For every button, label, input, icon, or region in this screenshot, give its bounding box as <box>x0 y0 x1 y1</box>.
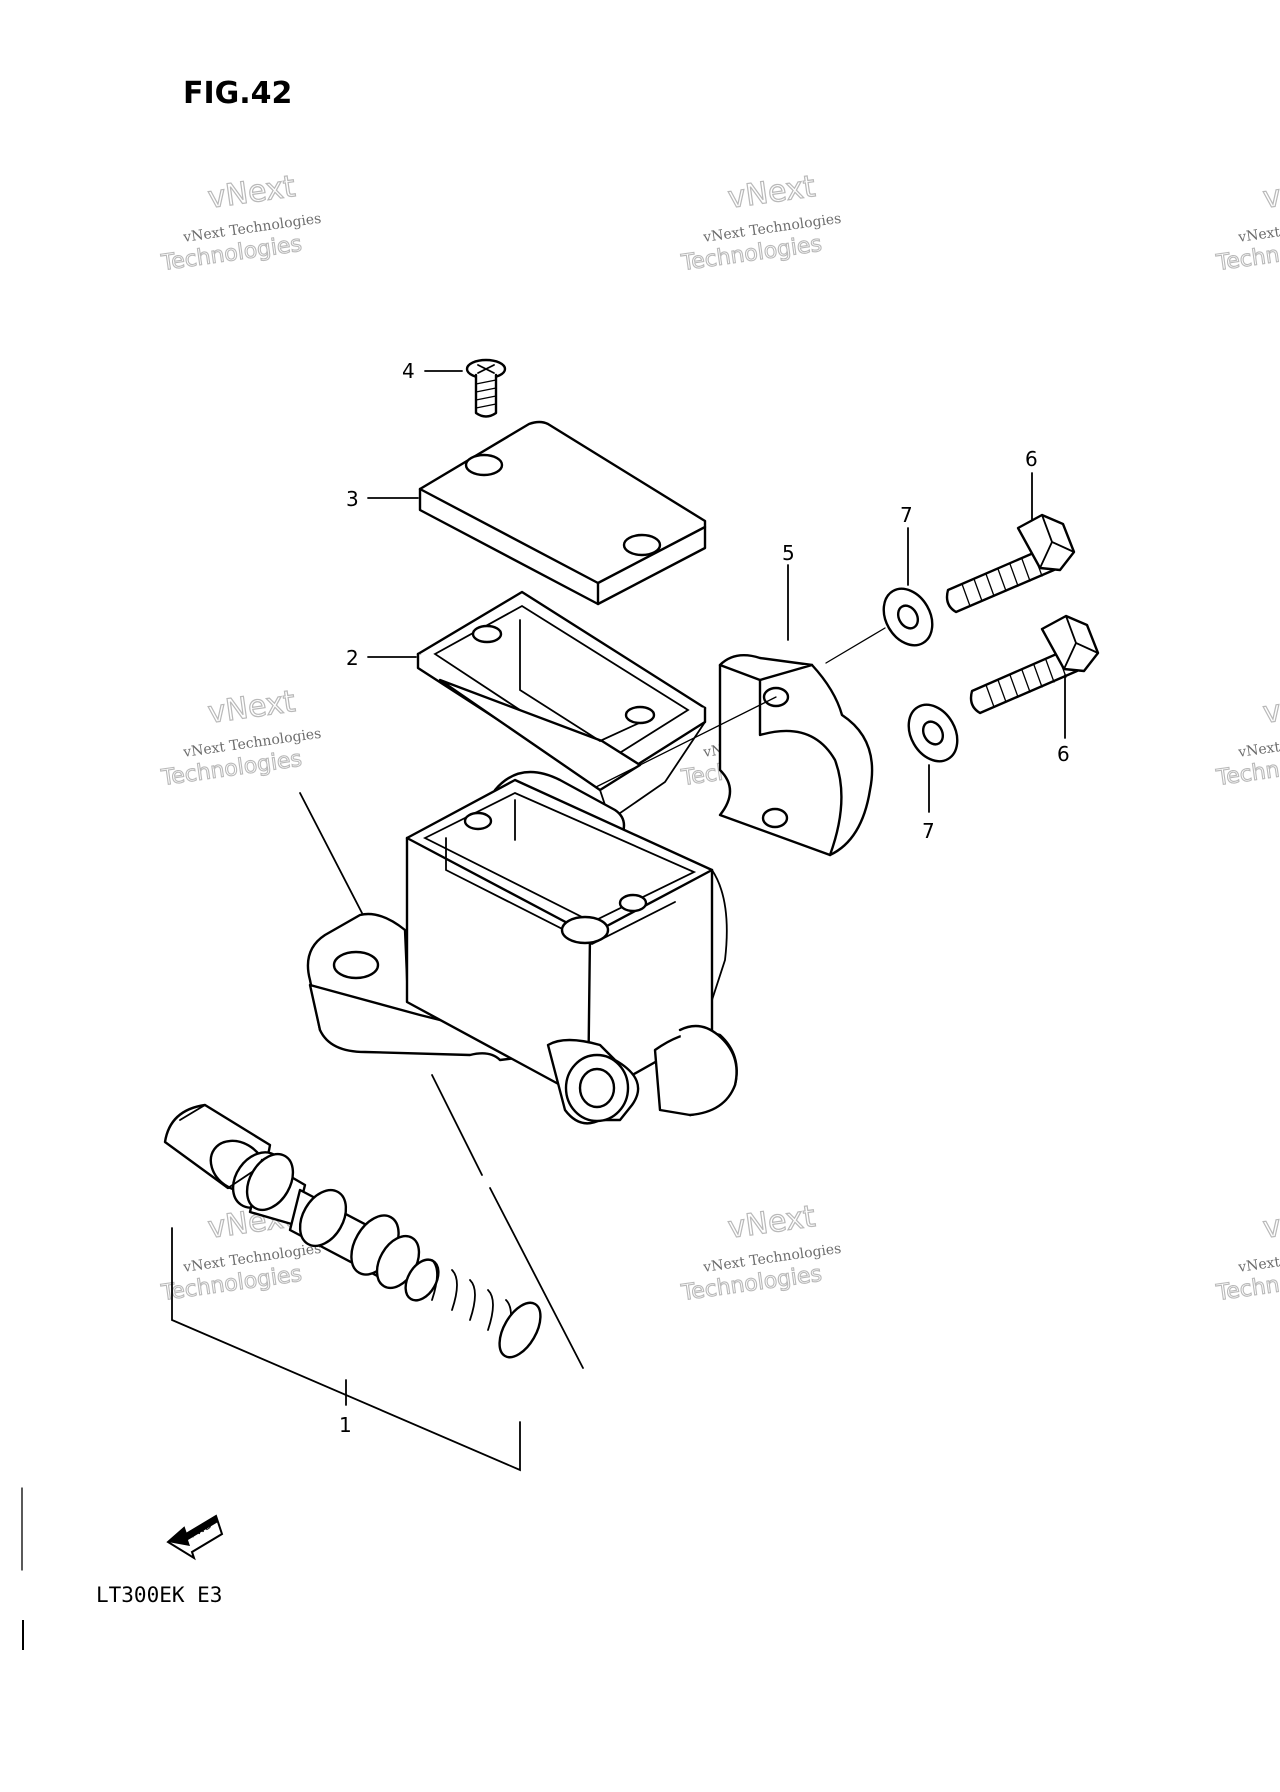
assembly-line <box>299 792 363 914</box>
watermark: vNext Technologies vNext Technologies <box>1214 168 1280 276</box>
master-cylinder-body <box>306 770 738 1125</box>
part-6-bolt-lower <box>969 614 1100 715</box>
watermark: vNext Technologies vNext Technologies <box>1214 1198 1280 1306</box>
part-label-7-upper: 7 <box>900 503 913 527</box>
fwd-arrow-icon: FWD <box>166 1514 224 1561</box>
part-1-piston-assembly <box>163 1103 542 1359</box>
svg-text:vNext: vNext <box>1261 684 1280 731</box>
part-label-7-lower: 7 <box>922 819 935 843</box>
part-5-clamp <box>718 654 874 857</box>
svg-text:vNext: vNext <box>726 1199 818 1246</box>
model-code: LT300EK E3 <box>96 1583 222 1607</box>
svg-text:vNext: vNext <box>1261 1199 1280 1246</box>
svg-text:vNext: vNext <box>206 684 298 731</box>
svg-text:vNext Technologies: vNext Technologies <box>1236 726 1280 761</box>
part-2-diaphragm <box>416 590 707 822</box>
part-3-reservoir-cap <box>418 420 707 606</box>
assembly-line <box>595 696 777 788</box>
part-label-1: 1 <box>339 1413 352 1437</box>
part-4-screw <box>465 358 507 418</box>
part-7-washer-lower <box>907 703 959 763</box>
watermark: vNext Technologies vNext Technologies <box>1214 683 1280 791</box>
part-6-bolt-upper <box>945 513 1076 614</box>
watermark-group: vNext Technologies vNext Technologies vN… <box>159 168 1280 1306</box>
watermark: vNext Technologies vNext Technologies <box>679 168 843 276</box>
svg-text:vNext: vNext <box>1261 169 1280 216</box>
part-label-6-upper: 6 <box>1025 447 1038 471</box>
part-7-washer-upper <box>882 587 934 647</box>
svg-text:vNext Technologies: vNext Technologies <box>1236 1241 1280 1276</box>
watermark: vNext Technologies vNext Technologies <box>679 1198 843 1306</box>
part-label-2: 2 <box>346 646 359 670</box>
watermark: vNext Technologies vNext Technologies <box>159 683 323 791</box>
part-label-5: 5 <box>782 541 795 565</box>
assembly-line <box>489 1187 584 1369</box>
part-label-3: 3 <box>346 487 359 511</box>
part-label-6-lower: 6 <box>1057 742 1070 766</box>
assembly-line <box>431 1074 483 1176</box>
assembly-line <box>825 627 886 664</box>
watermark: vNext Technologies vNext Technologies <box>159 168 323 276</box>
part-label-4: 4 <box>402 359 415 383</box>
figure-title: FIG.42 <box>183 76 292 111</box>
svg-text:vNext: vNext <box>726 169 818 216</box>
svg-text:vNext Technologies: vNext Technologies <box>1236 211 1280 246</box>
svg-text:vNext: vNext <box>206 169 298 216</box>
